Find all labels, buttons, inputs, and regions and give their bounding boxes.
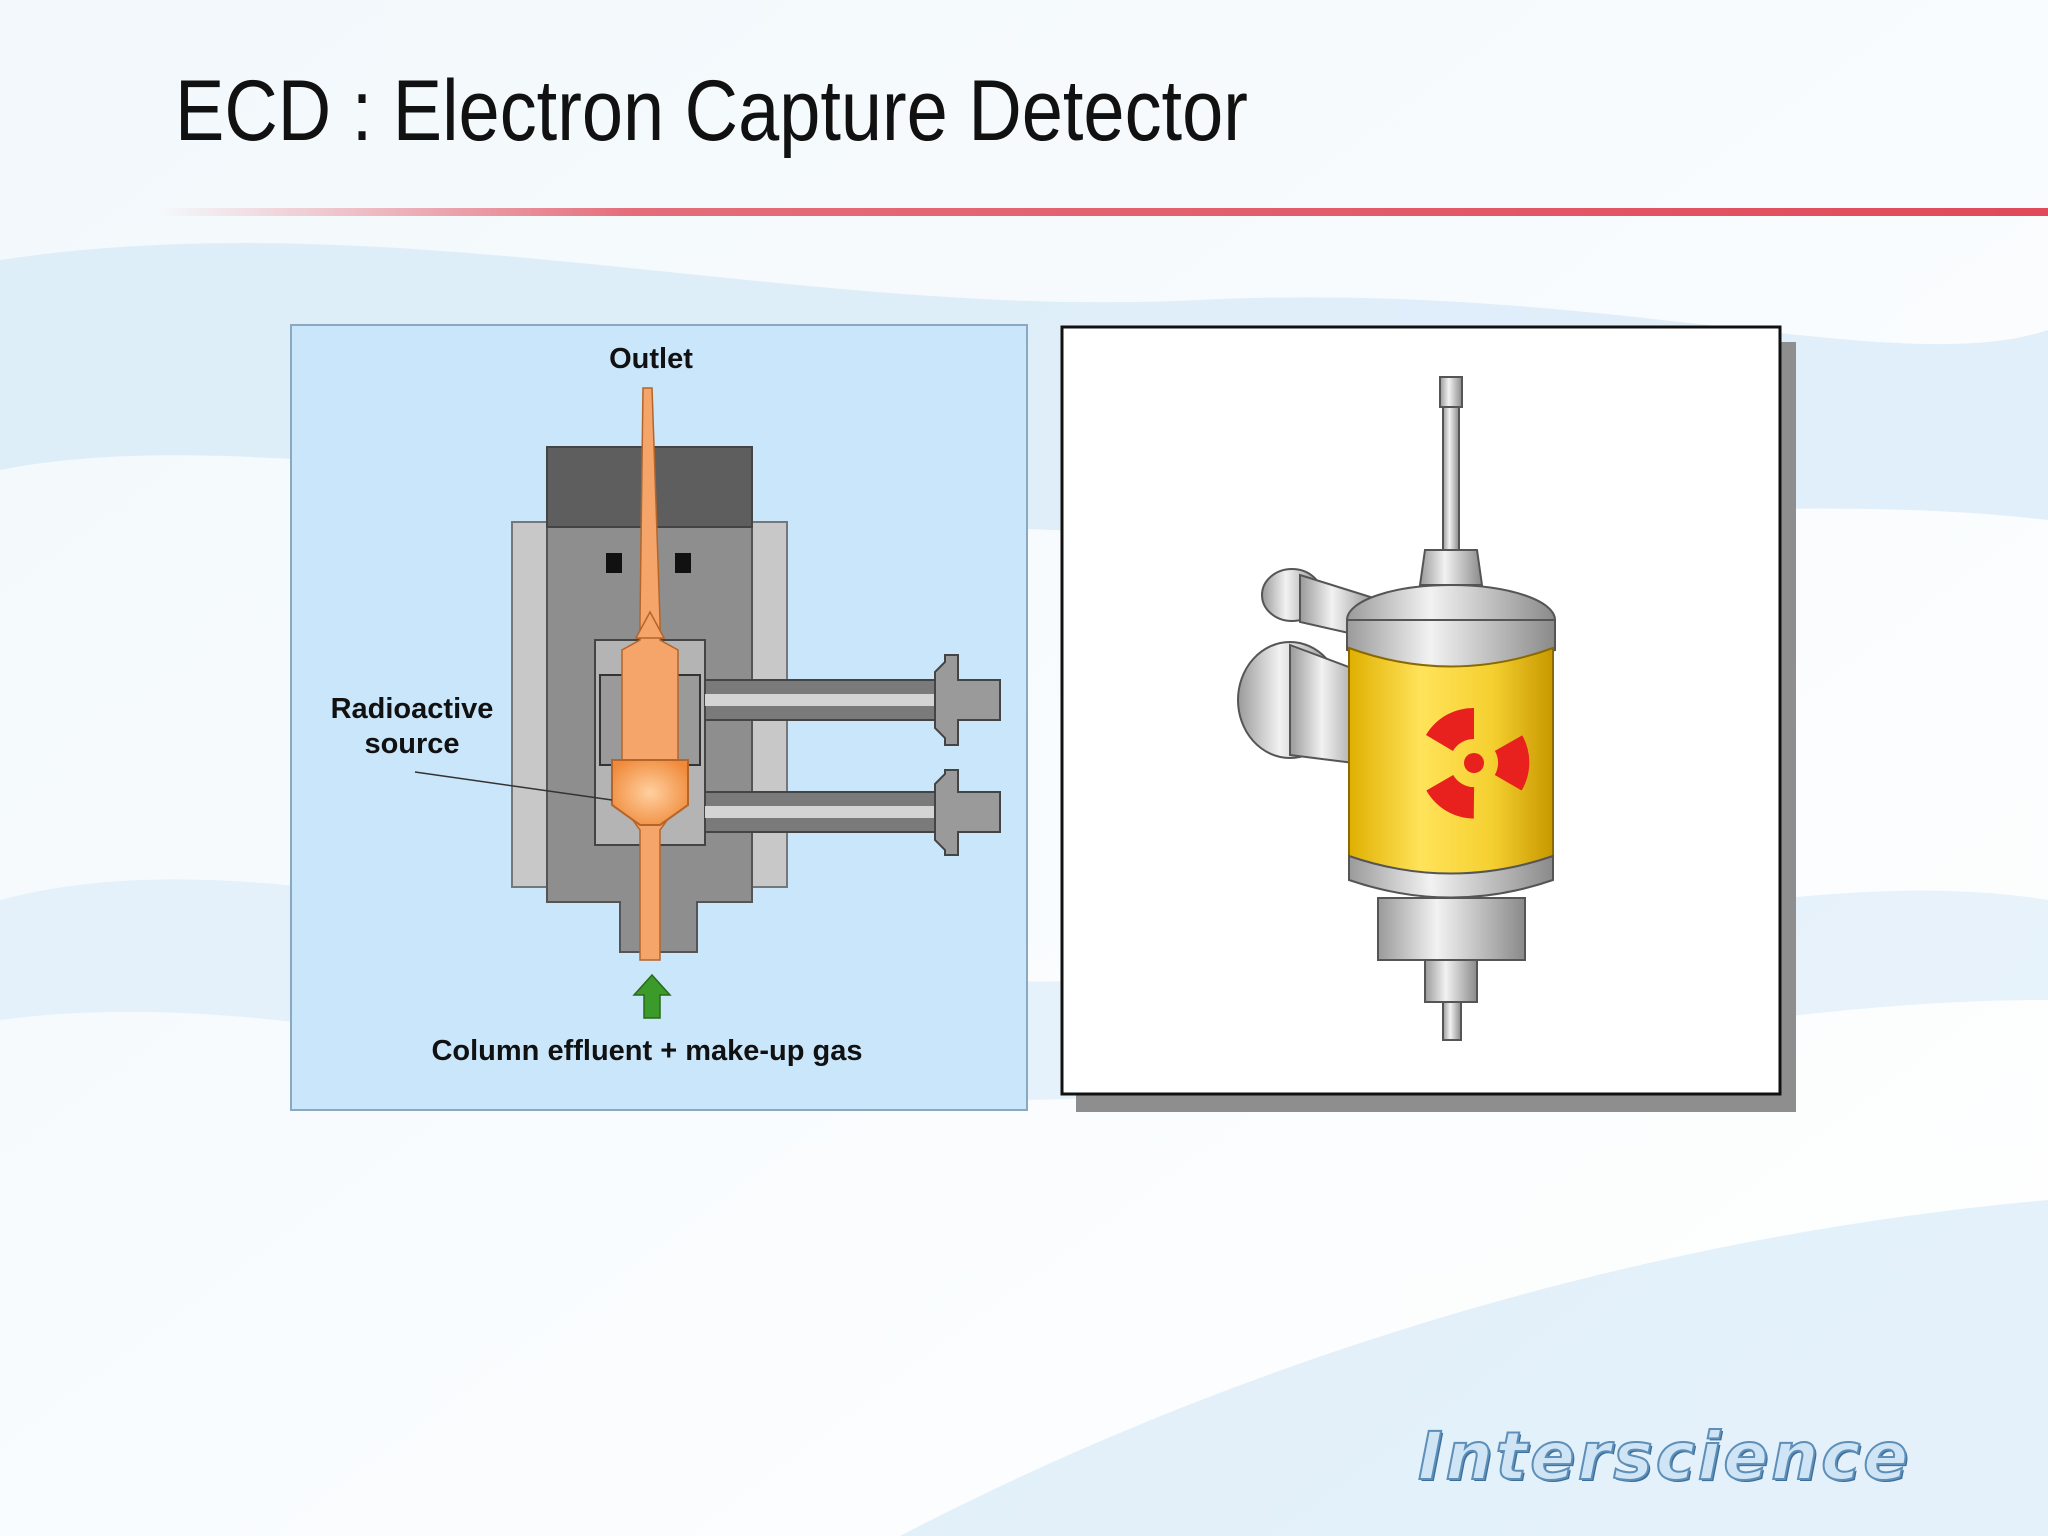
background-swoosh <box>900 1200 2048 1536</box>
flow-arrow-up <box>634 610 666 639</box>
ecd-illustration <box>1060 325 1796 1112</box>
source-leader-line <box>414 771 613 801</box>
radioactive-source <box>611 759 689 826</box>
radiation-trefoil-icon <box>1426 707 1530 819</box>
inlet-label: Column effluent + make-up gas <box>431 1035 862 1067</box>
outlet-label: Outlet <box>609 343 693 375</box>
side-tube-lower-bore <box>705 806 935 818</box>
interscience-logo: Interscience <box>1417 1417 1912 1496</box>
side-fitting-upper <box>934 654 1001 746</box>
inlet-arrow-icon <box>632 973 672 1019</box>
cylinder-metal-band-bottom <box>1348 854 1554 899</box>
radioactive-source-label-line2: source <box>364 728 459 760</box>
ecd-cross-section-diagram: Outlet Radioactive source Column effluen… <box>290 324 1028 1111</box>
top-nut <box>1418 549 1484 586</box>
title-underline <box>160 208 2048 216</box>
seal-right <box>675 553 691 573</box>
slide-title: ECD : Electron Capture Detector <box>175 63 1248 159</box>
top-tube-tip <box>1439 376 1463 408</box>
seal-left <box>606 553 622 573</box>
side-fitting-lower <box>934 769 1001 856</box>
bottom-stem <box>1442 1001 1462 1041</box>
radioactive-source-label-line1: Radioactive <box>331 693 494 725</box>
bottom-hex-nut <box>1377 897 1526 961</box>
bottom-collar <box>1424 959 1478 1003</box>
side-tube-upper-bore <box>705 694 935 706</box>
